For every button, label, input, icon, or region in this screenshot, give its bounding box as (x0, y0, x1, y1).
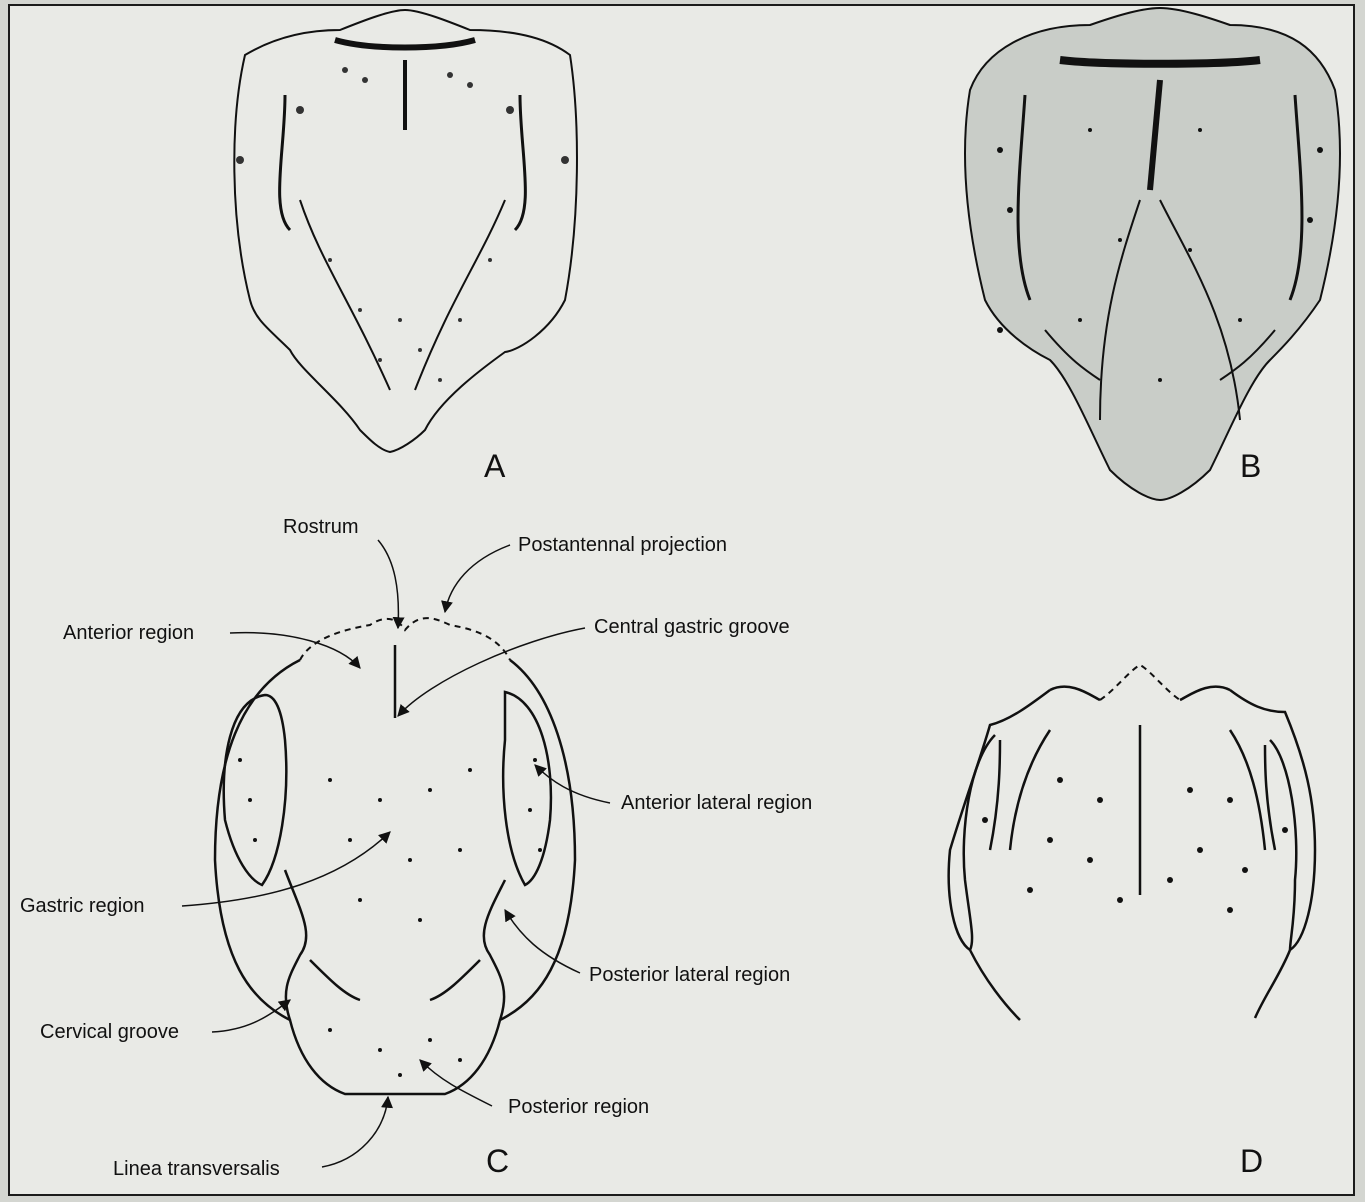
panel-c-posterior-right (430, 960, 480, 1000)
label-posterior-lateral-region: Posterior lateral region (589, 964, 790, 987)
label-anterior-lateral-region: Anterior lateral region (621, 792, 812, 815)
arrow-rostrum (378, 540, 398, 628)
panel-a-right-lobe (515, 95, 525, 230)
panel-a-left-lobe (280, 95, 290, 230)
panel-d-arch-right (1230, 730, 1265, 850)
panel-c-right-cervical (484, 880, 505, 1020)
arrow-postantennal (445, 545, 510, 612)
panel-b-front-band (1060, 60, 1260, 64)
arrow-linea (322, 1097, 388, 1167)
panel-d-left-base (970, 950, 1020, 1020)
label-anterior-region: Anterior region (63, 622, 194, 645)
panel-a-front-band (335, 40, 475, 48)
label-central-gastric-groove: Central gastric groove (594, 616, 790, 639)
label-gastric-region: Gastric region (20, 895, 145, 918)
panel-label-d: D (1240, 1143, 1263, 1180)
label-linea-transversalis: Linea transversalis (113, 1158, 280, 1181)
panel-c-left-lobe (224, 695, 286, 885)
panel-d-schematic (949, 665, 1315, 1020)
panel-c-left-cervical (285, 870, 306, 1020)
panel-label-c: C (486, 1143, 509, 1180)
panel-d-shoulder-left (1050, 687, 1100, 700)
panel-label-a: A (484, 448, 505, 485)
arrow-central-gastric (398, 628, 585, 716)
panel-d-rostrum-dashed (1100, 665, 1180, 700)
panel-b-carapace (965, 8, 1340, 500)
panel-d-front (949, 690, 1050, 950)
panel-d-right-base (1255, 950, 1290, 1018)
label-cervical-groove: Cervical groove (40, 1021, 179, 1044)
panel-c-posterior-left (310, 960, 360, 1000)
label-posterior-region: Posterior region (508, 1096, 649, 1119)
panel-c-schematic (215, 618, 575, 1094)
panel-c-front-dashed (300, 618, 510, 660)
panel-a-carapace (234, 10, 577, 452)
panel-a-left-groove (300, 200, 390, 390)
panel-c-arrows (182, 540, 610, 1167)
panel-d-right-inner (1265, 745, 1275, 850)
panel-d-stipple (982, 777, 1288, 913)
panel-d-arch-left (1010, 730, 1050, 850)
panel-d-left-inner (990, 740, 1000, 850)
arrow-posterior-region (420, 1060, 492, 1106)
panel-d-shoulder-right (1180, 687, 1230, 700)
panel-c-right-lobe (503, 692, 551, 885)
panel-d-front-right (1230, 690, 1315, 950)
arrow-gastric (182, 832, 390, 906)
label-postantennal-projection: Postantennal projection (518, 534, 727, 557)
panel-label-b: B (1240, 448, 1261, 485)
label-rostrum: Rostrum (283, 516, 359, 539)
arrow-cervical (212, 1000, 290, 1032)
